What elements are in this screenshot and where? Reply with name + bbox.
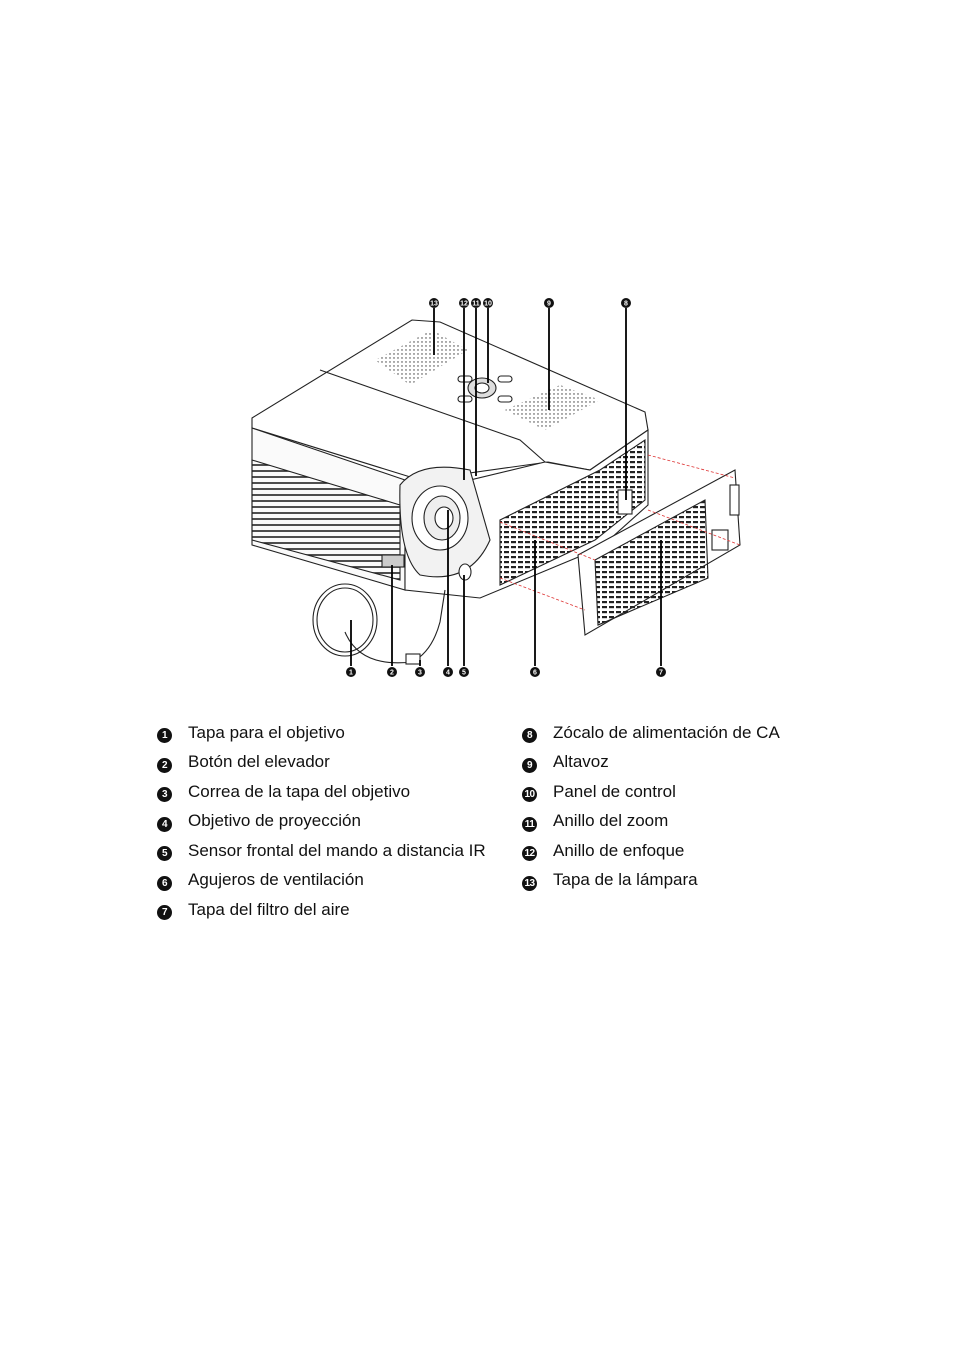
- legend-label: Panel de control: [553, 781, 676, 801]
- number-badge: 8: [522, 728, 537, 744]
- legend-label: Objetivo de proyección: [188, 811, 361, 831]
- svg-text:5: 5: [462, 670, 466, 677]
- legend-item: 9 Altavoz: [522, 748, 780, 778]
- svg-text:7: 7: [659, 670, 663, 677]
- callout-11: 11: [471, 298, 481, 308]
- lens-cap: [312, 583, 446, 665]
- svg-text:8: 8: [624, 301, 628, 308]
- svg-text:13: 13: [430, 301, 438, 308]
- svg-text:1: 1: [349, 670, 353, 677]
- legend-item: 7 Tapa del filtro del aire: [157, 895, 486, 925]
- number-badge: 3: [157, 787, 172, 803]
- number-badge: 11: [522, 816, 537, 832]
- legend-label: Tapa del filtro del aire: [188, 899, 350, 919]
- legend-label: Altavoz: [553, 752, 609, 772]
- number-badge: 5: [157, 846, 172, 862]
- legend-item: 4 Objetivo de proyección: [157, 807, 486, 837]
- callout-5: 5: [459, 667, 469, 677]
- legend-label: Tapa para el objetivo: [188, 722, 345, 742]
- legend-item: 10 Panel de control: [522, 777, 780, 807]
- callout-12: 12: [459, 298, 469, 308]
- callout-4: 4: [443, 667, 453, 677]
- number-badge: 13: [522, 875, 537, 891]
- callout-1: 1: [346, 667, 356, 677]
- number-badge: 2: [157, 757, 172, 773]
- legend-label: Botón del elevador: [188, 752, 330, 772]
- svg-text:4: 4: [446, 670, 450, 677]
- legend-label: Sensor frontal del mando a distancia IR: [188, 840, 486, 860]
- number-badge: 9: [522, 757, 537, 773]
- svg-text:11: 11: [472, 301, 480, 308]
- legend-item: 8 Zócalo de alimentación de CA: [522, 718, 780, 748]
- svg-text:3: 3: [418, 670, 422, 677]
- number-badge: 12: [522, 846, 537, 862]
- legend-item: 13 Tapa de la lámpara: [522, 866, 780, 896]
- legend-item: 2 Botón del elevador: [157, 748, 486, 778]
- legend-item: 1 Tapa para el objetivo: [157, 718, 486, 748]
- number-badge: 4: [157, 816, 172, 832]
- legend-item: 5 Sensor frontal del mando a distancia IR: [157, 836, 486, 866]
- legend-left-column: 1 Tapa para el objetivo 2 Botón del elevad…: [157, 718, 486, 925]
- legend-label: Anillo de enfoque: [553, 840, 685, 860]
- svg-text:9: 9: [547, 301, 551, 308]
- callout-3: 3: [415, 667, 425, 677]
- legend-label: Correa de la tapa del objetivo: [188, 781, 411, 801]
- legend-item: 3 Correa de la tapa del objetivo: [157, 777, 486, 807]
- legend-label: Tapa de la lámpara: [553, 870, 698, 890]
- callout-8: 8: [621, 298, 631, 308]
- svg-text:10: 10: [484, 301, 492, 308]
- projector-diagram: 13 12 11 10 9 8 1 2 3 4 5 6 7: [251, 298, 741, 677]
- legend-label: Agujeros de ventilación: [188, 870, 364, 890]
- leader-lines: [350, 308, 662, 666]
- legend-right-column: 8 Zócalo de alimentación de CA 9 Altavoz 1…: [522, 718, 780, 895]
- projector-body: [251, 319, 649, 599]
- legend-item: 12 Anillo de enfoque: [522, 836, 780, 866]
- callout-9: 9: [544, 298, 554, 308]
- air-filter-cover: [577, 469, 741, 636]
- callout-7: 7: [656, 667, 666, 677]
- legend-item: 11 Anillo del zoom: [522, 807, 780, 837]
- callout-13: 13: [429, 298, 439, 308]
- svg-text:12: 12: [460, 301, 468, 308]
- number-badge: 1: [157, 728, 172, 744]
- callout-10: 10: [483, 298, 493, 308]
- number-badge: 6: [157, 875, 172, 891]
- svg-text:6: 6: [533, 670, 537, 677]
- svg-text:2: 2: [390, 670, 394, 677]
- number-badge: 7: [157, 905, 172, 921]
- guide-lines: [499, 454, 741, 611]
- legend-item: 6 Agujeros de ventilación: [157, 866, 486, 896]
- legend-label: Anillo del zoom: [553, 811, 669, 831]
- callout-6: 6: [530, 667, 540, 677]
- callout-2: 2: [387, 667, 397, 677]
- legend-label: Zócalo de alimentación de CA: [553, 722, 780, 742]
- number-badge: 10: [522, 787, 537, 803]
